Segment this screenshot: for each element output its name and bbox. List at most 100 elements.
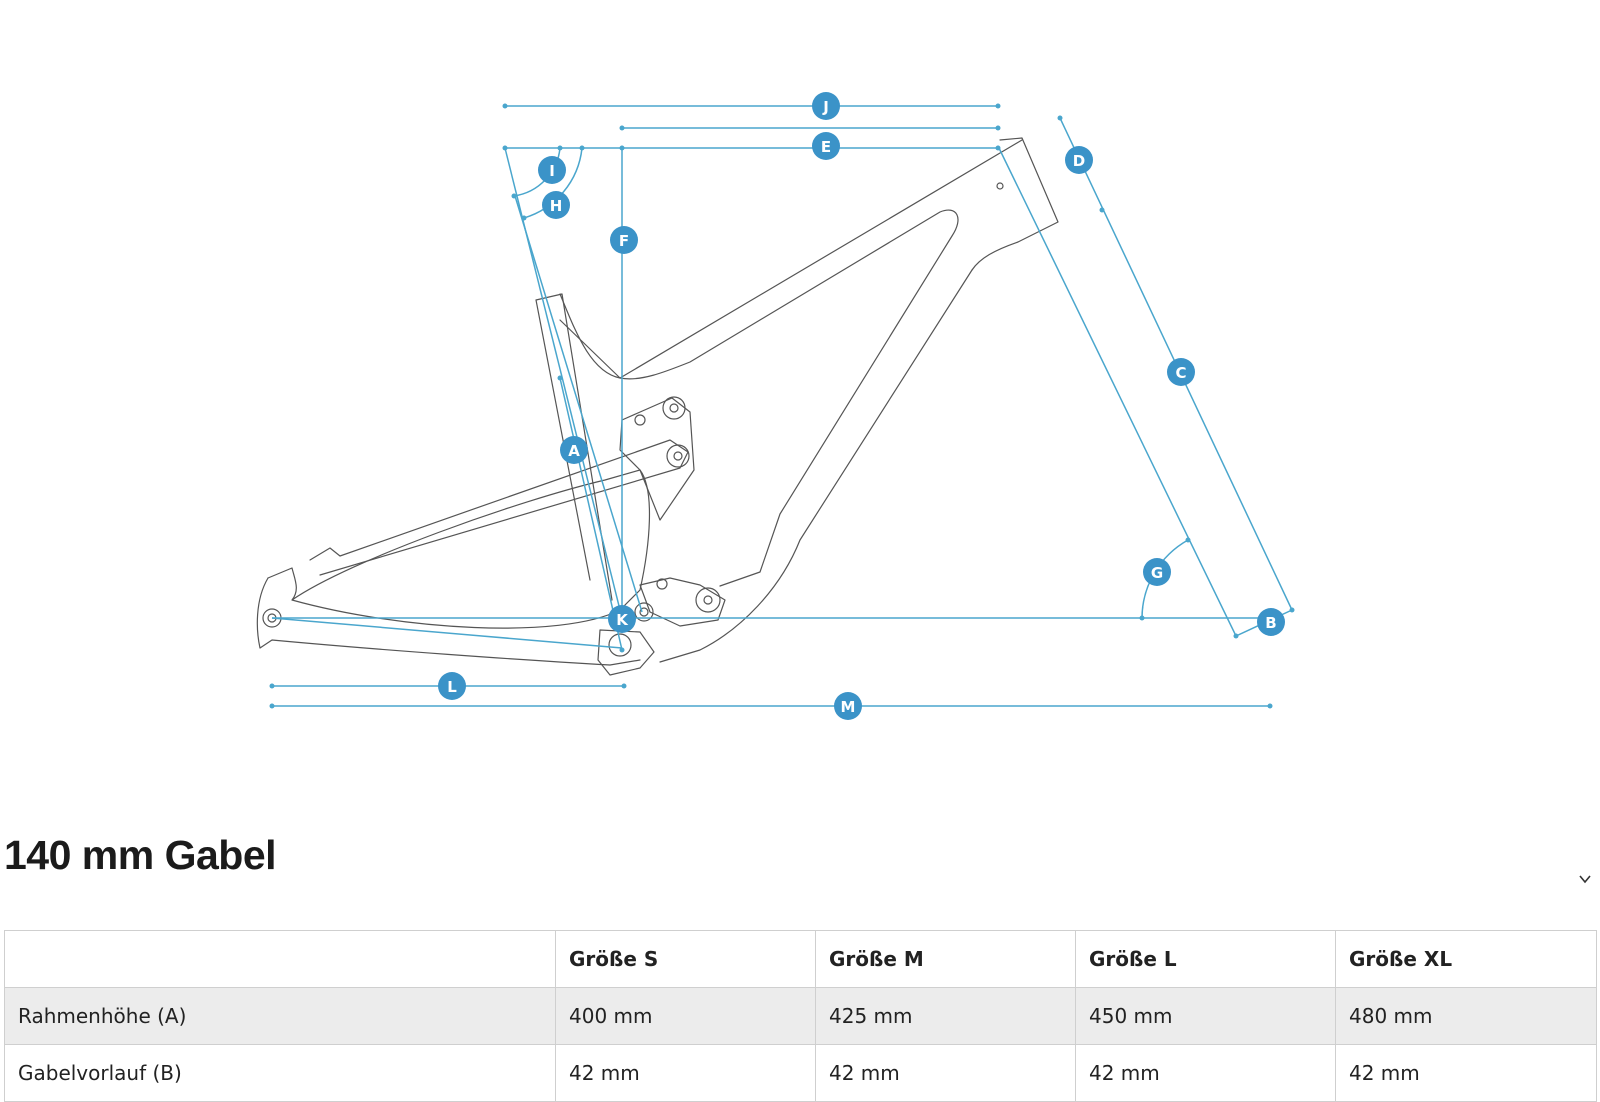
svg-text:G: G <box>1151 564 1163 582</box>
table-header-cell <box>4 930 556 988</box>
dim-endpoint <box>1267 703 1273 709</box>
table-cell: 42 mm <box>555 1044 816 1102</box>
table-cell: 480 mm <box>1335 987 1597 1045</box>
main-pivot <box>634 602 654 622</box>
dim-endpoint <box>269 703 275 709</box>
dim-endpoint <box>1233 633 1239 639</box>
dim-endpoint <box>621 683 627 689</box>
dim-line-head-axis <box>997 145 1237 637</box>
bottom-bracket-outline <box>639 577 726 627</box>
section-title: 140 mm Gabel <box>4 832 277 878</box>
small-pivot <box>656 578 668 590</box>
dim-endpoint <box>579 145 585 151</box>
main-pivot-inner <box>639 607 649 617</box>
frame-geometry-diagram: J E I H F D C A G K B L M <box>256 92 1295 720</box>
top-tube-outline <box>559 209 959 587</box>
dim-endpoint <box>995 103 1001 109</box>
bottom-bracket-shell <box>608 633 632 657</box>
svg-text:I: I <box>549 162 555 180</box>
geometry-table: Größe S Größe M Größe L Größe XL Rahmenh… <box>4 930 1597 1102</box>
dim-endpoint <box>557 145 563 151</box>
frame-outline <box>256 137 1059 676</box>
table-cell: 450 mm <box>1075 987 1336 1045</box>
marker-m[interactable]: M <box>834 692 862 720</box>
svg-text:F: F <box>619 232 629 250</box>
table-header-row: Größe S Größe M Größe L Größe XL <box>4 930 1597 988</box>
table-header-cell: Größe S <box>555 930 816 988</box>
dim-endpoint <box>521 215 527 221</box>
svg-text:B: B <box>1265 614 1276 632</box>
head-tube-outline <box>971 137 1059 271</box>
svg-text:K: K <box>616 611 629 629</box>
cable-port <box>996 182 1004 190</box>
dim-endpoint <box>995 145 1001 151</box>
table-row: Gabelvorlauf (B) 42 mm 42 mm 42 mm 42 mm <box>4 1044 1597 1102</box>
marker-i[interactable]: I <box>538 156 566 184</box>
dropout-outline <box>597 629 655 676</box>
marker-a[interactable]: A <box>560 436 588 464</box>
table-header-cell: Größe M <box>815 930 1076 988</box>
marker-f[interactable]: F <box>610 226 638 254</box>
dim-endpoint <box>511 193 517 199</box>
seatstay-outline <box>309 439 689 576</box>
marker-c[interactable]: C <box>1167 358 1195 386</box>
dim-endpoint <box>1099 207 1105 213</box>
dim-endpoint <box>1057 115 1063 121</box>
dim-endpoint <box>1185 537 1191 543</box>
angle-arc-h <box>523 147 583 219</box>
table-header-cell: Größe L <box>1075 930 1336 988</box>
down-tube-outline <box>659 269 973 663</box>
shock-pivot <box>666 444 690 468</box>
shock-pivot-inner <box>673 451 683 461</box>
marker-l[interactable]: L <box>438 672 466 700</box>
table-cell: 42 mm <box>1075 1044 1336 1102</box>
table-cell: 400 mm <box>555 987 816 1045</box>
dim-endpoint <box>557 375 563 381</box>
table-cell: 42 mm <box>815 1044 1076 1102</box>
upper-link-pivot <box>662 396 686 420</box>
marker-h[interactable]: H <box>542 191 570 219</box>
marker-j[interactable]: J <box>812 92 840 120</box>
lower-link-pivot <box>695 587 721 613</box>
dim-line-chainstay <box>271 617 623 649</box>
marker-b[interactable]: B <box>1257 608 1285 636</box>
dim-endpoint <box>619 125 625 131</box>
svg-text:D: D <box>1073 152 1085 170</box>
table-cell: Gabelvorlauf (B) <box>4 1044 556 1102</box>
table-cell: Rahmenhöhe (A) <box>4 987 556 1045</box>
dim-endpoint <box>1139 615 1145 621</box>
dim-endpoint <box>502 103 508 109</box>
chainstay-outline <box>256 577 641 666</box>
lower-link-pivot-inner <box>703 595 713 605</box>
dim-endpoint <box>995 125 1001 131</box>
dim-endpoint <box>619 647 625 653</box>
chevron-down-icon[interactable] <box>1578 872 1592 886</box>
dim-line-seat-axis-lower <box>514 195 643 613</box>
table-header-cell: Größe XL <box>1335 930 1597 988</box>
svg-text:M: M <box>841 698 856 716</box>
svg-text:L: L <box>447 678 457 696</box>
svg-text:H: H <box>550 197 563 215</box>
table-row: Rahmenhöhe (A) 400 mm 425 mm 450 mm 480 … <box>4 987 1597 1045</box>
dim-endpoint <box>1289 607 1295 613</box>
dimension-lines <box>269 103 1295 709</box>
dim-endpoint <box>502 145 508 151</box>
svg-text:E: E <box>821 138 831 156</box>
svg-text:A: A <box>568 442 580 460</box>
marker-k[interactable]: K <box>608 605 636 633</box>
svg-text:J: J <box>822 98 829 116</box>
table-cell: 42 mm <box>1335 1044 1597 1102</box>
link-small-pivot <box>634 414 646 426</box>
table-cell: 425 mm <box>815 987 1076 1045</box>
marker-g[interactable]: G <box>1143 558 1171 586</box>
dim-line-a <box>559 377 623 651</box>
svg-text:C: C <box>1175 364 1186 382</box>
marker-d[interactable]: D <box>1065 146 1093 174</box>
dim-endpoint <box>619 145 625 151</box>
dim-endpoint <box>269 683 275 689</box>
rocker-link-outline <box>619 397 695 521</box>
top-tube-upper-edge <box>559 139 1023 379</box>
upper-link-pivot-inner <box>669 403 679 413</box>
seat-tube-outline <box>535 293 613 601</box>
marker-e[interactable]: E <box>812 132 840 160</box>
